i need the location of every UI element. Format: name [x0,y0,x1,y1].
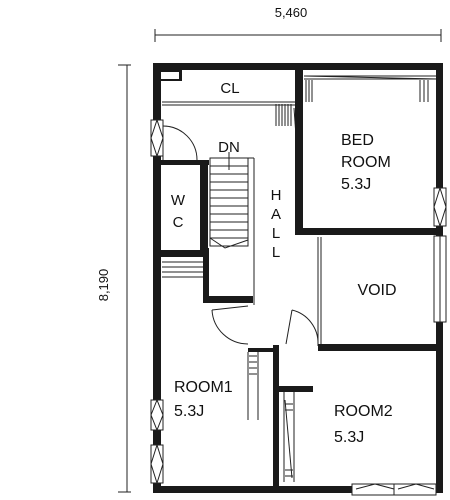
windows [150,118,447,496]
walls [153,63,443,493]
room1-label: ROOM1 [174,379,233,396]
room1-steps [162,261,204,278]
room1-size: 5.3J [174,403,204,420]
wc-label-c: C [173,214,184,231]
dimension-height [118,64,131,493]
hall-label-a: A [271,206,281,223]
room2-label: ROOM2 [334,403,393,420]
width-dimension-label: 5,460 [275,5,308,20]
bedroom-size: 5.3J [341,176,371,193]
closet-hanger-marks [249,80,429,477]
bedroom-label-line1: BED [341,132,374,149]
wc-label-w: W [171,192,186,209]
hall-label-l2: L [272,244,280,261]
dimension-width [154,29,442,42]
stairs-down-label: DN [218,139,240,156]
height-dimension-label: 8,190 [96,269,111,302]
room2-size: 5.3J [334,429,364,446]
closet-label: CL [220,80,239,97]
hall-label-l1: L [272,225,280,242]
door-swings [162,107,319,345]
hall-label-h: H [271,187,282,204]
void-label: VOID [357,282,396,299]
staircase [209,152,249,249]
bedroom-label-line2: ROOM [341,154,391,171]
